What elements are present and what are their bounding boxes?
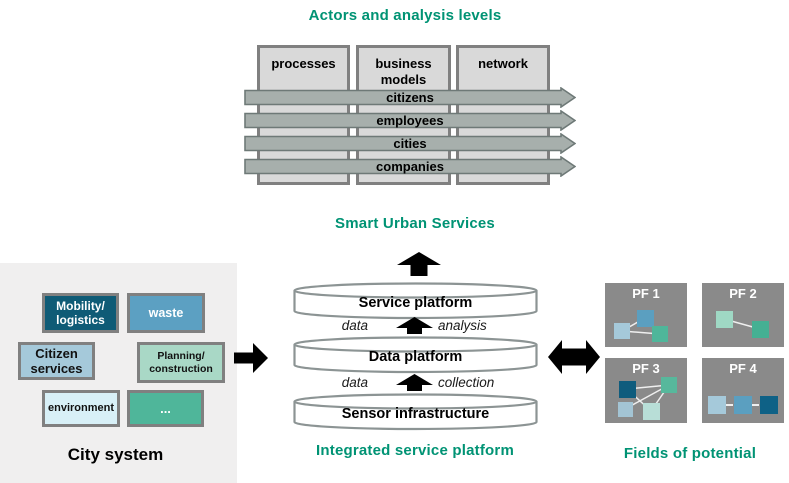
node-square — [752, 321, 769, 338]
right-arrow-icon — [234, 343, 268, 373]
node-square — [708, 396, 726, 414]
node-square — [716, 311, 733, 328]
potential-field-panel-2: PF 2 — [702, 283, 784, 347]
actor-arrow-label: companies — [376, 159, 444, 174]
actor-arrow-label: cities — [393, 136, 426, 151]
cylinder-shape — [293, 393, 538, 431]
sensor-infrastructure-layer: Sensor infrastructure — [293, 393, 538, 431]
actors-section-title: Actors and analysis levels — [308, 7, 502, 24]
city-box-mobility-logistics: Mobility/ logistics — [42, 293, 119, 333]
city-box-label: Planning/ construction — [149, 350, 213, 375]
node-square — [637, 310, 654, 327]
node-square — [618, 402, 633, 417]
city-box-label: environment — [47, 402, 114, 415]
city-box-environment: environment — [42, 390, 120, 427]
flow-up-arrow-icon — [396, 374, 433, 391]
service-platform-layer: Service platform — [293, 282, 538, 320]
layer-label: Sensor infrastructure — [341, 406, 490, 422]
node-square — [614, 323, 630, 339]
city-box-citizen-services: Citizen services — [18, 342, 95, 380]
layer-label: Service platform — [358, 295, 473, 311]
column-label: processes — [271, 56, 336, 71]
potential-field-label: PF 1 — [632, 286, 660, 301]
potential-field-panel-1: PF 1 — [605, 283, 687, 347]
city-box-label: ... — [160, 400, 171, 416]
column-label: business models — [375, 56, 432, 88]
smart-urban-services-title: Smart Urban Services — [335, 215, 495, 232]
actor-arrow-label: employees — [376, 113, 443, 128]
potential-field-label: PF 2 — [729, 286, 757, 301]
potential-field-label: PF 3 — [632, 361, 660, 376]
flow-label-data: data — [341, 318, 368, 333]
network-lines — [726, 404, 759, 406]
double-headed-arrow-icon — [548, 340, 600, 374]
city-box-label: waste — [148, 305, 184, 320]
fields-of-potential-title: Fields of potential — [623, 445, 757, 462]
node-square — [661, 377, 677, 393]
city-box-label: Citizen services — [30, 345, 83, 376]
city-system-title: City system — [67, 445, 164, 464]
node-square — [760, 396, 778, 414]
flow-label-data: data — [341, 375, 368, 390]
actor-arrow-companies: companies — [244, 156, 576, 177]
actor-arrow-employees: employees — [244, 110, 576, 131]
flow-label-collection: collection — [438, 375, 495, 390]
cylinder-shape — [293, 282, 538, 320]
integrated-service-platform-title: Integrated service platform — [316, 442, 514, 459]
city-box-more: ... — [127, 390, 204, 427]
cylinder-shape — [293, 336, 538, 374]
flow-label-analysis: analysis — [438, 318, 487, 333]
actor-arrow-label: citizens — [386, 90, 434, 105]
city-box-waste: waste — [127, 293, 205, 333]
node-square — [619, 381, 636, 398]
node-square — [734, 396, 752, 414]
potential-field-panel-3: PF 3 — [605, 358, 687, 423]
potential-field-label: PF 4 — [729, 361, 757, 376]
data-platform-layer: Data platform — [293, 336, 538, 374]
column-label: network — [478, 56, 528, 71]
actor-arrow-cities: cities — [244, 133, 576, 154]
city-box-planning-construction: Planning/ construction — [137, 342, 225, 383]
actor-arrow-citizens: citizens — [244, 87, 576, 108]
node-square — [652, 326, 668, 342]
node-square — [643, 403, 660, 420]
up-arrow-icon — [397, 252, 441, 276]
potential-field-panel-4: PF 4 — [702, 358, 784, 423]
city-box-label: Mobility/ logistics — [56, 298, 105, 327]
flow-up-arrow-icon — [396, 317, 433, 334]
layer-label: Data platform — [368, 349, 463, 365]
